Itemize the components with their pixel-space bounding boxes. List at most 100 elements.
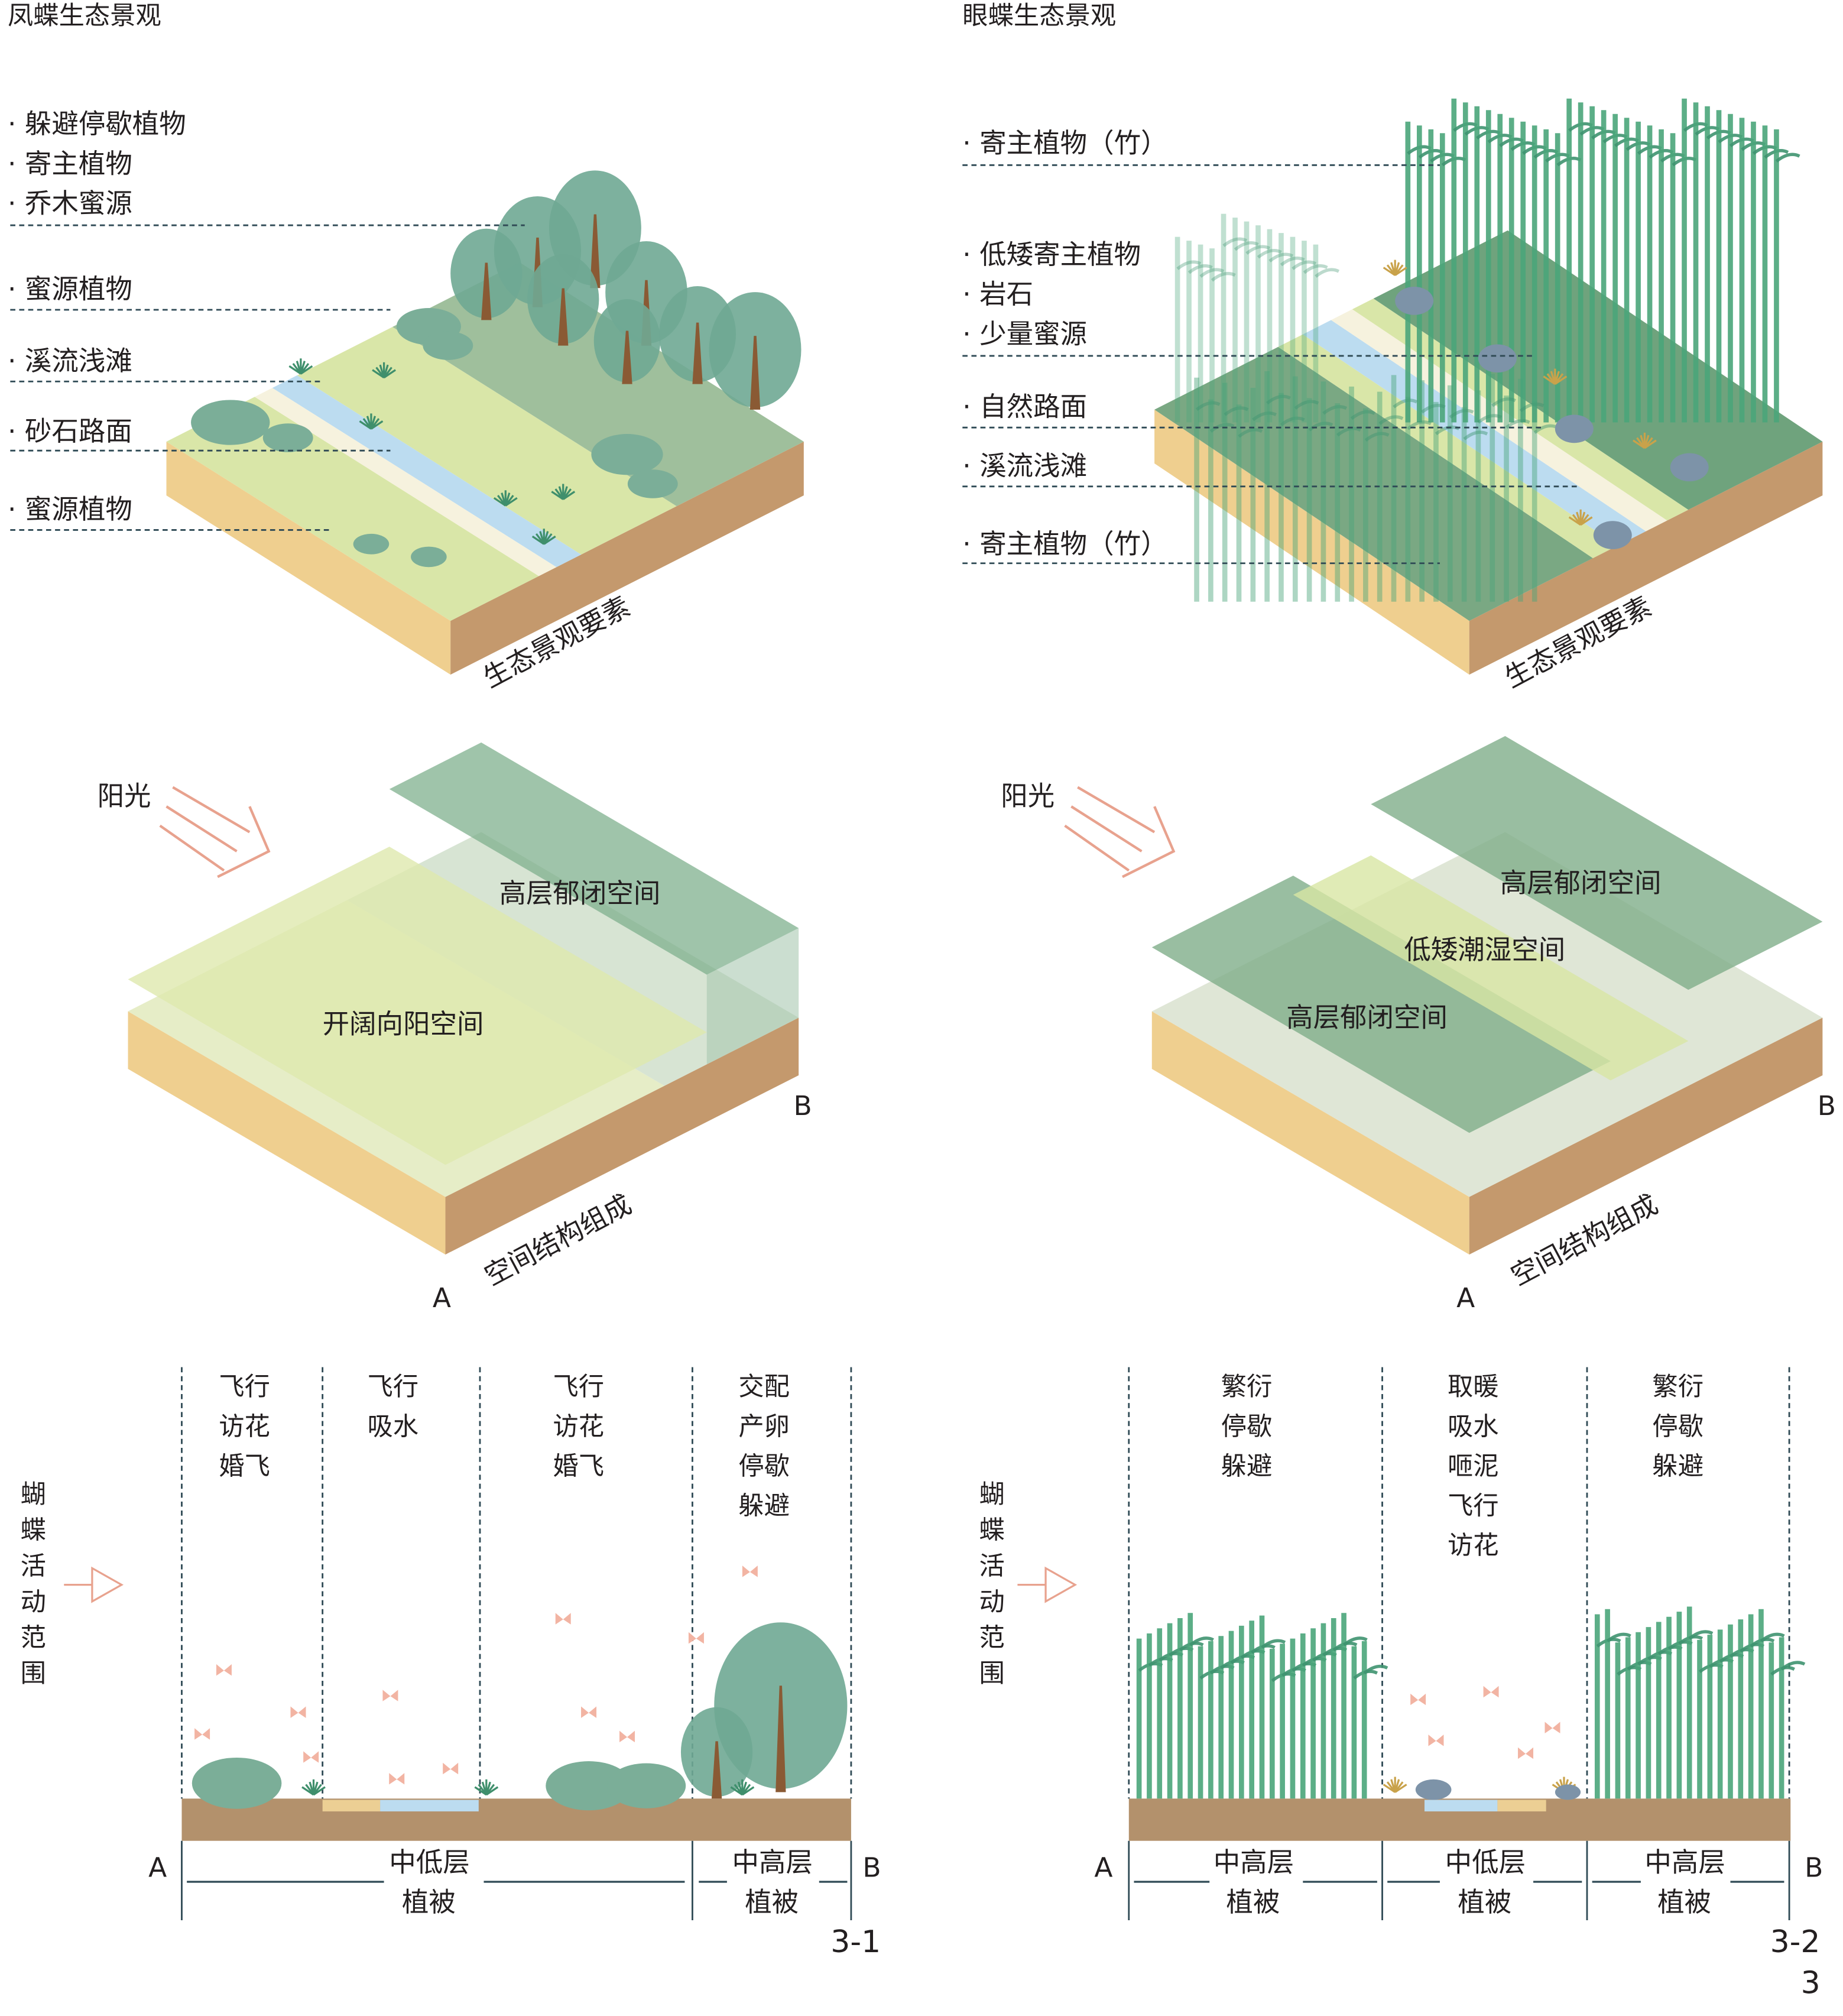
bamboo-leaf <box>1780 1661 1806 1671</box>
bamboo-leaf <box>1393 398 1418 409</box>
right-veg-layer: 中高层 <box>1644 1847 1725 1878</box>
left-space-label: 高层郁闭空间 <box>499 878 661 909</box>
activity-text: 婚飞 <box>553 1450 605 1482</box>
left-point-a: A <box>432 1282 451 1314</box>
activity-text: 访花 <box>1447 1529 1499 1561</box>
activity-text: 繁衍 <box>1221 1371 1273 1402</box>
tree-trunk <box>481 262 492 320</box>
bamboo-leaf <box>1195 401 1221 411</box>
right-veg-sub: 植被 <box>1458 1887 1512 1918</box>
rock <box>1555 1784 1581 1800</box>
right-space-label: 低矮潮湿空间 <box>1404 934 1566 965</box>
butterfly-icon <box>1518 1747 1534 1759</box>
left-element-label: · 躲避停歇植物 <box>7 109 186 140</box>
shrub <box>262 423 313 452</box>
right-landscape-block-strip <box>1278 334 1618 559</box>
bamboo-leaf <box>1449 409 1474 419</box>
butterfly-icon <box>1410 1693 1426 1706</box>
right-landscape-block-soil-side <box>1469 442 1823 675</box>
left-veg-layer: 中高层 <box>732 1847 813 1878</box>
butterfly-icon <box>619 1730 635 1742</box>
bamboo-leaf <box>1234 241 1259 251</box>
right-section-path <box>1497 1800 1546 1811</box>
left-veg-sub: 植被 <box>401 1887 456 1918</box>
activity-arrow-icon <box>1017 1566 1078 1603</box>
left-veg-layer: 中低层 <box>389 1847 470 1878</box>
bamboo-leaf <box>1363 1664 1388 1675</box>
left-section-a: A <box>148 1852 167 1884</box>
bamboo-leaf <box>1266 394 1291 405</box>
right-element-label: · 寄主植物（竹） <box>962 529 1168 560</box>
bamboo-leaf <box>1775 153 1800 163</box>
right-element-label: · 寄主植物（竹） <box>962 128 1168 159</box>
left-element-label: · 寄主植物 <box>7 148 132 180</box>
right-landscape-block-strip <box>1154 346 1593 621</box>
bamboo-leaf <box>1294 400 1319 410</box>
activity-text: 停歇 <box>1221 1411 1273 1442</box>
shrub <box>627 469 678 498</box>
right-landscape-block-strip <box>1303 320 1646 546</box>
grass-blade <box>300 365 313 375</box>
right-activity-label: 蝴蝶活动范围 <box>979 1478 1005 1689</box>
butterfly-icon <box>382 1690 398 1701</box>
left-activity-col-3: 飞行访花婚飞 <box>553 1367 612 1486</box>
rock <box>1555 414 1594 443</box>
butterfly-icon <box>389 1772 405 1785</box>
bamboo-leaf <box>1463 430 1488 440</box>
grass-blade <box>741 1786 755 1796</box>
shrub <box>606 1763 686 1808</box>
grass-blade <box>383 369 396 379</box>
activity-text: 交配 <box>738 1371 790 1402</box>
butterfly-icon <box>303 1751 319 1763</box>
figure-number-3-1: 3-1 <box>830 1924 881 1960</box>
bamboo-leaf <box>1342 1636 1368 1646</box>
right-veg-layer: 中高层 <box>1213 1847 1294 1878</box>
tree-trunk <box>590 214 601 289</box>
right-section-b: B <box>1805 1852 1823 1884</box>
low-humid-space <box>1293 855 1689 1081</box>
shrub <box>192 1757 282 1809</box>
sunlight-arrow-icon <box>1064 786 1176 879</box>
butterfly-icon <box>742 1566 758 1577</box>
bamboo-leaf <box>1505 419 1530 429</box>
left-section-ground <box>181 1798 851 1841</box>
high-closed-space-back <box>1371 736 1823 990</box>
bamboo-leaf <box>1491 397 1516 407</box>
bamboo-leaf <box>1606 1632 1631 1643</box>
open-sunny-space <box>128 847 707 1165</box>
butterfly-icon <box>1483 1686 1499 1698</box>
bamboo-leaf <box>1257 249 1282 259</box>
butterfly-icon <box>1428 1734 1444 1746</box>
tree-trunk <box>749 336 761 410</box>
left-veg-sub: 植被 <box>745 1887 799 1918</box>
right-element-label: · 低矮寄主植物 <box>962 239 1141 270</box>
right-veg-layer: 中低层 <box>1445 1847 1526 1878</box>
grass-blade <box>1554 375 1568 385</box>
bamboo-leaf <box>1187 264 1213 274</box>
activity-text: 咂泥 <box>1447 1450 1499 1482</box>
page-number: 3 <box>1800 1965 1821 2001</box>
bamboo-leaf <box>1407 420 1432 430</box>
bamboo-leaf <box>1303 264 1328 274</box>
activity-text: 飞行 <box>219 1371 270 1402</box>
right-landscape-block-soil-front <box>1154 409 1469 675</box>
grass-blade <box>1394 1784 1407 1793</box>
grass-blade <box>485 1786 499 1796</box>
bamboo-leaf <box>1760 1632 1785 1643</box>
left-section-b: B <box>862 1852 881 1884</box>
rock <box>1415 1779 1452 1800</box>
bamboo-leaf <box>1176 260 1202 270</box>
grass-blade <box>371 420 384 430</box>
activity-text: 飞行 <box>367 1371 419 1402</box>
left-element-label: · 砂石路面 <box>7 416 132 447</box>
figure-number-3-2: 3-2 <box>1770 1924 1821 1960</box>
right-panel-title: 眼蝶生态景观 <box>962 0 1117 31</box>
activity-text: 吸水 <box>1447 1411 1499 1442</box>
grass-blade <box>1644 439 1657 449</box>
bamboo-leaf <box>1336 426 1361 437</box>
right-landscape-block-strip <box>1352 298 1689 521</box>
bamboo-leaf <box>1189 1636 1214 1646</box>
left-point-b: B <box>793 1090 812 1122</box>
